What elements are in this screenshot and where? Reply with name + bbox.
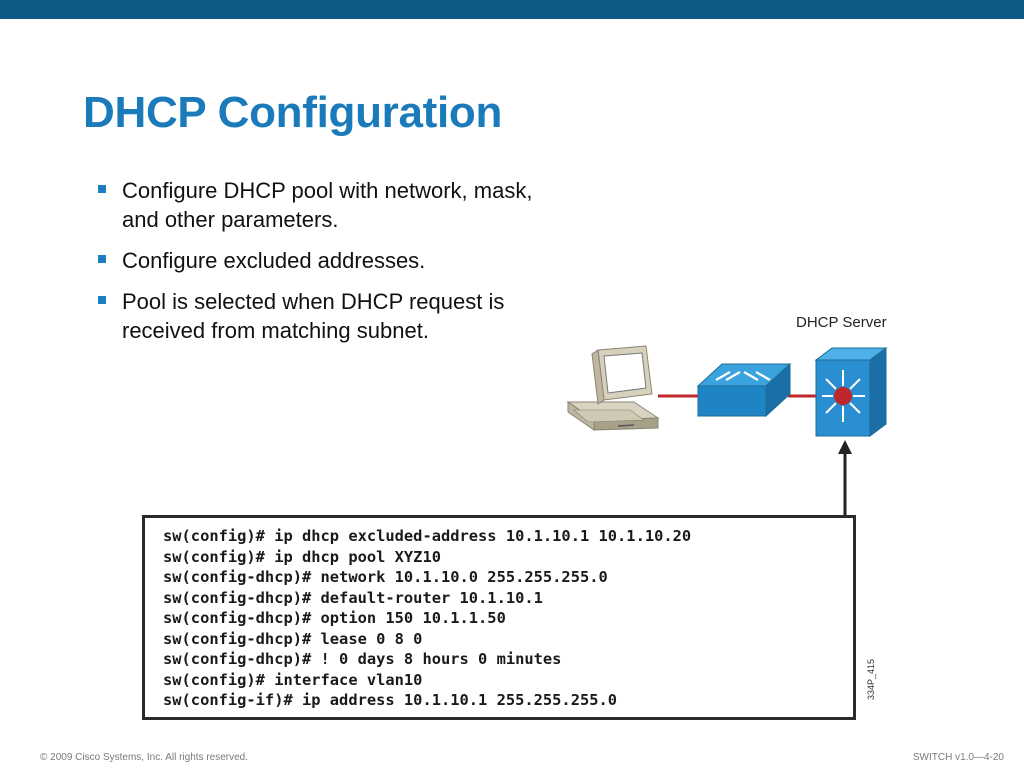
code-line: sw(config-dhcp)# lease 0 8 0 <box>163 629 423 648</box>
bullet-text: Configure excluded addresses. <box>122 248 426 273</box>
bullet-marker <box>98 255 106 263</box>
pc-icon <box>566 345 660 431</box>
code-line: sw(config)# interface vlan10 <box>163 670 423 689</box>
bullet-marker <box>98 185 106 193</box>
bullet-item: Configure excluded addresses. <box>96 246 556 275</box>
code-line: sw(config-dhcp)# network 10.1.10.0 255.2… <box>163 568 608 586</box>
code-line: sw(config)# ip dhcp excluded-address 10.… <box>163 527 692 545</box>
network-diagram <box>566 345 888 520</box>
code-line: sw(config-dhcp)# option 150 10.1.1.50 <box>163 609 506 627</box>
figure-id: 334P_415 <box>866 658 876 700</box>
code-line: sw(config-if)# ip address 10.1.10.1 255.… <box>163 691 618 709</box>
bullet-text: Pool is selected when DHCP request is re… <box>122 289 505 343</box>
code-line: sw(config-dhcp)# default-router 10.1.10.… <box>163 588 543 607</box>
footer-copyright: © 2009 Cisco Systems, Inc. All rights re… <box>40 752 249 763</box>
arrow-to-server <box>838 440 852 520</box>
bullet-marker <box>98 296 106 304</box>
footer-course: SWITCH v1.0—4-20 <box>912 752 1004 763</box>
dhcp-server-label: DHCP Server <box>796 314 887 331</box>
code-line: sw(config-dhcp)# ! 0 days 8 hours 0 minu… <box>163 650 562 668</box>
multilayer-switch-icon <box>814 347 888 437</box>
top-banner <box>0 0 1024 19</box>
config-code-box: sw(config)# ip dhcp excluded-address 10.… <box>142 515 856 720</box>
switch-icon <box>696 362 792 418</box>
bullet-item: Pool is selected when DHCP request is re… <box>96 287 556 345</box>
bullet-list: Configure DHCP pool with network, mask, … <box>96 176 556 357</box>
bullet-text: Configure DHCP pool with network, mask, … <box>122 178 533 232</box>
bullet-item: Configure DHCP pool with network, mask, … <box>96 176 556 234</box>
slide-title: DHCP Configuration <box>83 88 503 137</box>
code-line: sw(config)# ip dhcp pool XYZ10 <box>163 547 441 566</box>
